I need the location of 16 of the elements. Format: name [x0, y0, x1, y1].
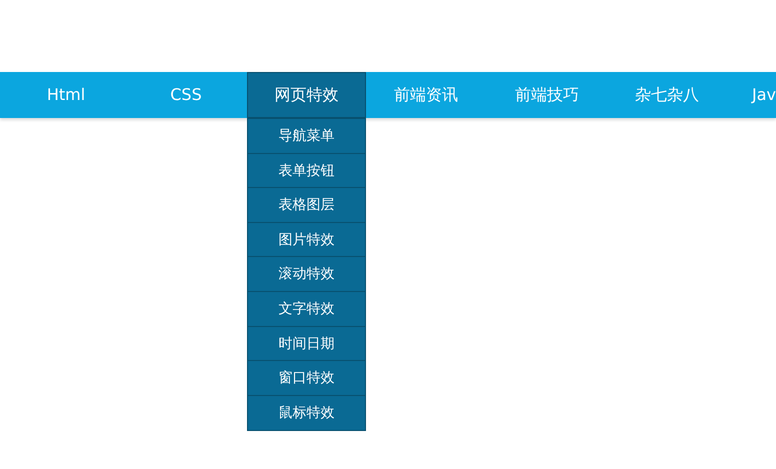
dropdown-item: 表单按钮	[248, 154, 365, 188]
active-nav-tab: 网页特效	[247, 72, 366, 118]
dropdown-item: 窗口特效	[248, 361, 365, 396]
dropdown-item: 文字特效	[248, 292, 365, 327]
dropdown-item: 鼠标特效	[248, 396, 365, 429]
nav-link: Html	[6, 72, 126, 118]
nav-link: 杂七杂八	[607, 72, 727, 118]
nav-link: 前端资讯	[366, 72, 486, 118]
dropdown-item: 表格图层	[248, 188, 365, 223]
nav-link: CSS	[126, 72, 246, 118]
dropdown-item: 时间日期	[248, 326, 365, 362]
dropdown-item: 滚动特效	[248, 257, 365, 292]
dropdown-item: 导航菜单	[248, 119, 365, 154]
nav-link: 前端技巧	[487, 72, 607, 118]
nav-link: Jav	[752, 72, 776, 118]
dropdown-item: 图片特效	[248, 222, 365, 258]
